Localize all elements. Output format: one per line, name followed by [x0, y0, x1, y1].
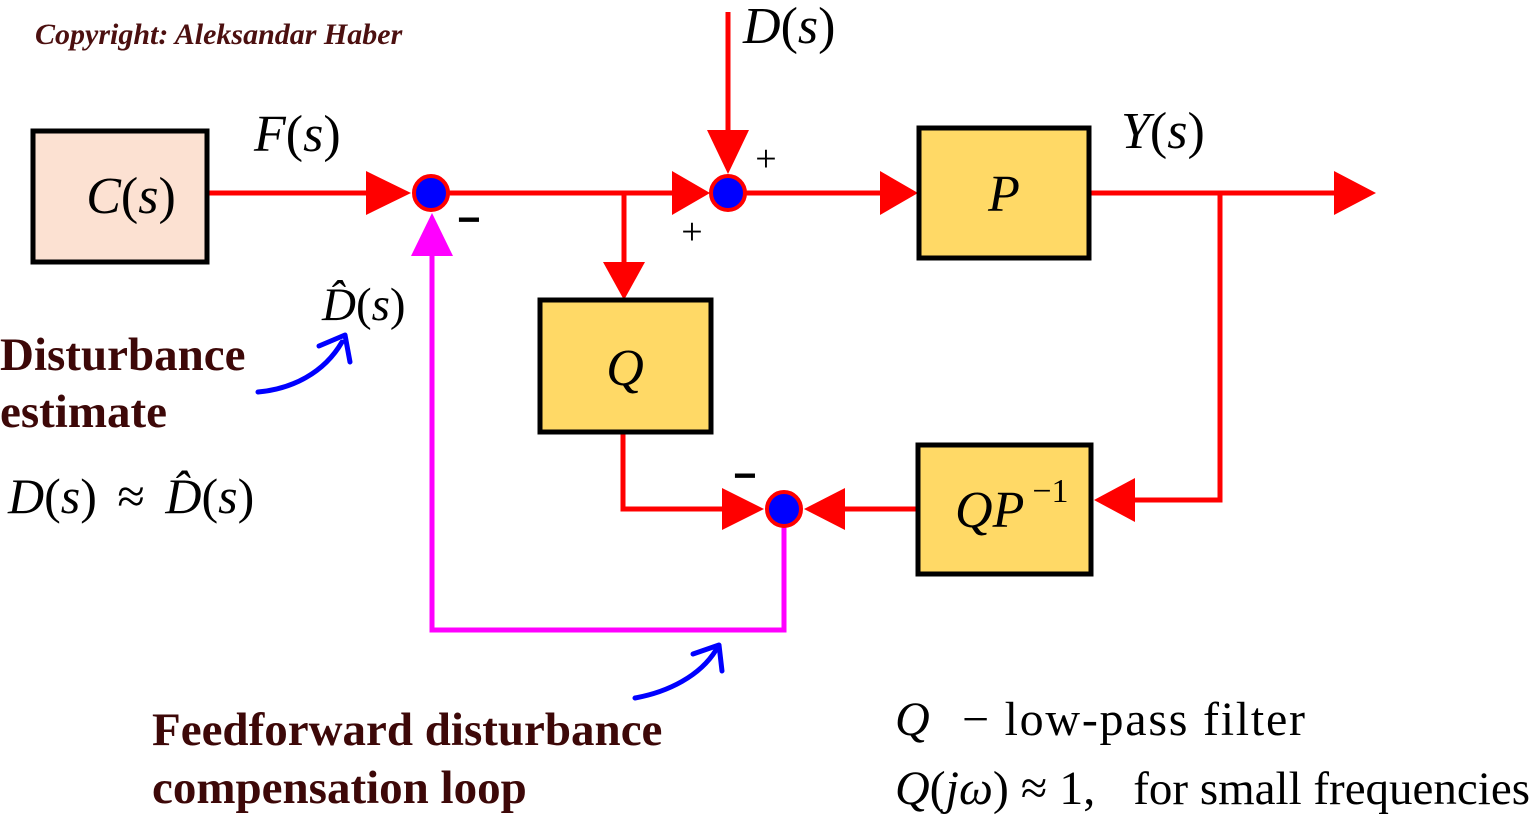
disturbance-estimate-pointer-arrowhead: [316, 332, 353, 365]
disturbance-input-arrowhead: [707, 130, 749, 174]
math-symbol: ): [818, 0, 835, 55]
math-symbol: P: [987, 166, 1020, 223]
disturbance-estimate-pointer-curve: [255, 339, 345, 395]
math-symbol: C: [86, 168, 122, 225]
math-symbol: D: [742, 0, 781, 55]
plant-block-box: [916, 125, 1092, 261]
math-symbol: s: [61, 468, 80, 524]
compensation-loop-title-line-2: compensation loop: [152, 762, 527, 814]
math-symbol: ) ≈: [80, 468, 165, 524]
disturbance-estimate-line: [429, 252, 787, 633]
math-symbol: (: [930, 762, 946, 815]
disturbance-approximation-equation: D(s) ≈ D̂(s): [7, 468, 254, 524]
filter-note-description: − low-pass filter: [962, 693, 1305, 746]
summing-junction-disturbance: [709, 174, 747, 212]
junction-three-right-arrowhead: [804, 488, 845, 530]
math-symbol: (: [201, 468, 218, 524]
plant-block: P: [916, 125, 1092, 261]
controller-output-label: F(s): [253, 106, 341, 163]
inverse-filter-label: QP−1: [955, 473, 1069, 539]
math-symbol: (: [356, 279, 372, 331]
inverse-filter-label-base: QP: [955, 482, 1024, 539]
math-symbol: Q: [606, 340, 644, 397]
filter-note: Q − low-pass filter Q(jω) ≈ 1, for small…: [895, 693, 1530, 815]
math-symbol: s: [372, 279, 390, 331]
disturbance-estimate-title-line-1: Disturbance: [0, 329, 245, 381]
disturbance-estimate-label: D̂(s): [321, 279, 406, 331]
math-symbol: ): [323, 106, 340, 163]
inverse-filter-block-box: [915, 442, 1094, 577]
controller-output-arrowhead: [366, 171, 411, 215]
inverse-filter-block: QP−1: [915, 442, 1094, 577]
math-symbol: F: [253, 106, 287, 163]
math-symbol: ): [390, 279, 406, 331]
math-symbol: s: [303, 106, 323, 163]
inverse-filter-label-exponent: −1: [1032, 473, 1068, 510]
math-symbol: ) ≈ 1,: [993, 762, 1095, 815]
math-symbol: ω: [959, 762, 993, 815]
math-symbol: D: [7, 468, 44, 524]
summing-junction-input: [412, 174, 450, 212]
math-symbol: (: [121, 168, 138, 225]
junction-disturbance-plus-sign-top: +: [755, 138, 776, 180]
math-symbol: s: [798, 0, 818, 55]
compensation-loop-path: [411, 213, 787, 633]
junction-estimate-minus-sign: −: [733, 454, 756, 498]
compensation-loop-title-line-1: Feedforward disturbance: [152, 704, 662, 756]
filter-note-equation: Q(jω) ≈ 1,: [895, 762, 1095, 815]
filter-label: Q: [606, 340, 644, 397]
math-symbol: (: [781, 0, 798, 55]
math-symbol: (: [1150, 103, 1167, 160]
signal-paths: [207, 12, 1376, 530]
disturbance-estimate-title-line-2: estimate: [0, 386, 167, 438]
controller-label: C(s): [86, 168, 176, 225]
output-feedback-line: [1132, 193, 1223, 503]
math-symbol: s: [1167, 103, 1187, 160]
plant-input-arrowhead: [880, 171, 918, 215]
disturbance-estimate-annotation: Disturbance estimate D(s) ≈ D̂(s): [0, 329, 353, 524]
summing-junction-estimate: [765, 490, 803, 528]
math-symbol: s: [138, 168, 158, 225]
math-symbol: (: [286, 106, 303, 163]
filter-output-line: [620, 432, 726, 512]
math-symbol: P: [992, 482, 1025, 539]
math-symbol: Y: [1121, 103, 1155, 160]
math-symbol: s: [218, 468, 237, 524]
junction-input-minus-sign: −: [457, 198, 480, 242]
junction-two-input-arrowhead: [672, 171, 710, 215]
filter-block-box: [537, 297, 714, 435]
compensation-loop-annotation: Feedforward disturbance compensation loo…: [152, 642, 725, 814]
compensation-loop-pointer-curve: [632, 647, 719, 701]
math-symbol: D̂: [321, 279, 356, 331]
disturbance-label: D(s): [742, 0, 835, 55]
math-symbol: Q: [895, 762, 930, 815]
compensation-loop-pointer-arrowhead: [690, 642, 725, 674]
controller-block-box: [30, 128, 210, 265]
math-symbol: D̂: [164, 468, 201, 524]
junction-disturbance-plus-sign-left: +: [681, 211, 702, 253]
filter-input-arrowhead: [603, 262, 645, 300]
junction-three-left-arrowhead: [722, 488, 764, 530]
filter-note-condition: for small frequencies: [1133, 763, 1530, 815]
plant-label: P: [987, 166, 1020, 223]
math-symbol: Q: [895, 693, 930, 746]
disturbance-estimate-arrowhead: [411, 213, 453, 256]
filter-block: Q: [537, 297, 714, 435]
controller-block: C(s): [30, 128, 210, 265]
copyright-notice: Copyright: Aleksandar Haber: [35, 18, 403, 51]
filter-note-symbol: Q: [895, 693, 930, 746]
math-symbol: Q: [955, 482, 993, 539]
math-symbol: ): [158, 168, 175, 225]
plant-output-label: Y(s): [1121, 103, 1205, 160]
plant-output-arrowhead: [1334, 171, 1376, 215]
math-symbol: ): [238, 468, 255, 524]
inverse-filter-input-arrowhead: [1094, 478, 1135, 522]
math-symbol: ): [1188, 103, 1205, 160]
math-symbol: (: [44, 468, 61, 524]
